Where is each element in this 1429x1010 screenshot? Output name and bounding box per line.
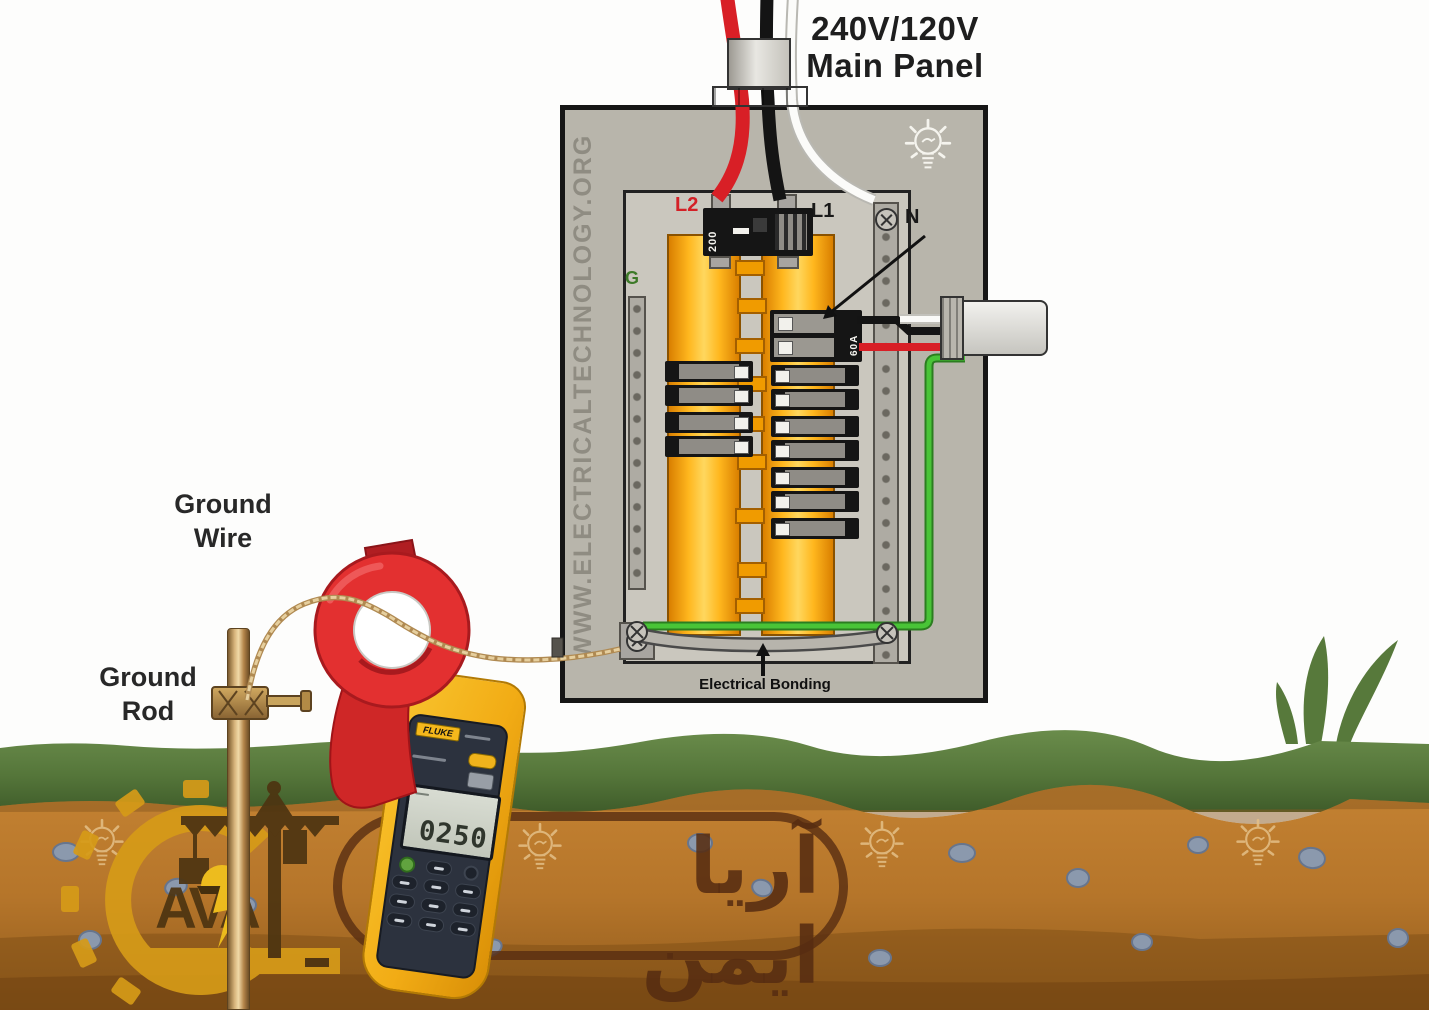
neutral-top-screw <box>875 208 898 231</box>
watermark-capsule <box>333 812 848 960</box>
bonding-arrow <box>756 643 770 676</box>
service-entrance-wires <box>711 0 877 206</box>
neutral-bus-bar <box>873 202 899 664</box>
pointer-to-60a-breaker <box>823 234 926 319</box>
diagram-title: 240V/120V Main Panel <box>790 10 1000 84</box>
main-breaker: 200 <box>703 208 813 256</box>
title-line2: Main Panel <box>806 47 984 84</box>
top-conduit <box>727 38 791 90</box>
branch-breaker <box>771 440 859 461</box>
label-l2: L2 <box>675 194 699 216</box>
branch-breaker <box>771 518 859 539</box>
branch-breaker <box>771 491 859 512</box>
clamp-bolt-head <box>300 690 312 712</box>
branch-breaker <box>771 365 859 386</box>
branch-breaker <box>665 412 753 433</box>
branch-breaker <box>771 467 859 488</box>
ground-wire-label: Ground Wire <box>174 489 272 553</box>
label-ground: G <box>625 268 640 288</box>
ground-rod-label: Ground Rod <box>99 662 197 726</box>
ground-bus-bar <box>628 296 646 590</box>
label-l1: L1 <box>811 200 835 222</box>
title-line1: 240V/120V <box>811 10 979 47</box>
label-neutral: N <box>905 206 920 228</box>
branch-breaker <box>665 436 753 457</box>
line-wire-red <box>711 0 750 203</box>
grass-blades <box>1276 636 1398 744</box>
bonding-label: Electrical Bonding <box>699 676 831 693</box>
right-conduit <box>962 300 1048 356</box>
branch-breaker <box>771 389 859 410</box>
branch-breaker <box>665 361 753 382</box>
main-panel-enclosure: WWW.ELECTRICALTECHNOLOGY.ORG L2 L1 N G <box>560 105 988 703</box>
watermark-company-text: آریا ایمن <box>641 822 820 1002</box>
clamp-meter-jaw <box>313 538 471 809</box>
panel-wiring <box>626 234 965 676</box>
line-wire-black <box>759 0 787 202</box>
right-conduit-collar <box>940 296 964 360</box>
branch-breaker <box>771 416 859 437</box>
branch-wire-black <box>857 316 965 335</box>
branch-breaker <box>665 385 753 406</box>
breaker-60a: 60A <box>770 310 862 362</box>
conduit-flange-nut <box>712 86 808 107</box>
